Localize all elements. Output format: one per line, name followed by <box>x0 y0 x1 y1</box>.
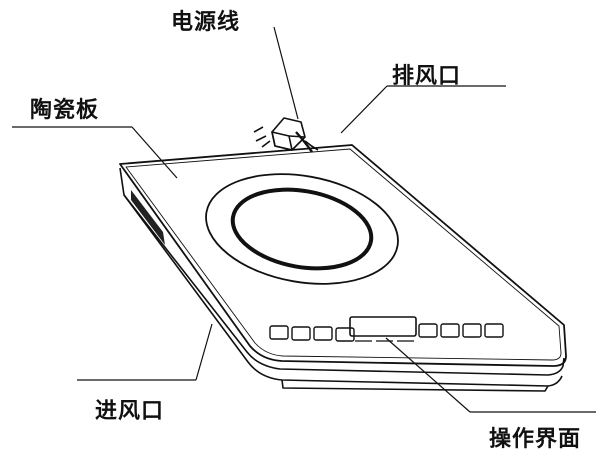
control-panel-label: 操作界面 <box>489 427 582 452</box>
leader-lines <box>12 26 596 413</box>
ceramic-glass-top <box>119 144 567 367</box>
cooking-zone <box>205 173 399 285</box>
intake-vent-label: 进风口 <box>95 399 165 424</box>
cooker-base <box>119 167 565 392</box>
exhaust-vent-label: 排风口 <box>392 64 462 89</box>
ceramic-panel-label: 陶瓷板 <box>30 98 100 123</box>
intake-grille <box>131 190 165 245</box>
control-buttons <box>269 316 504 342</box>
power-plug <box>253 117 319 153</box>
power-cord-label: 电源线 <box>171 10 241 35</box>
